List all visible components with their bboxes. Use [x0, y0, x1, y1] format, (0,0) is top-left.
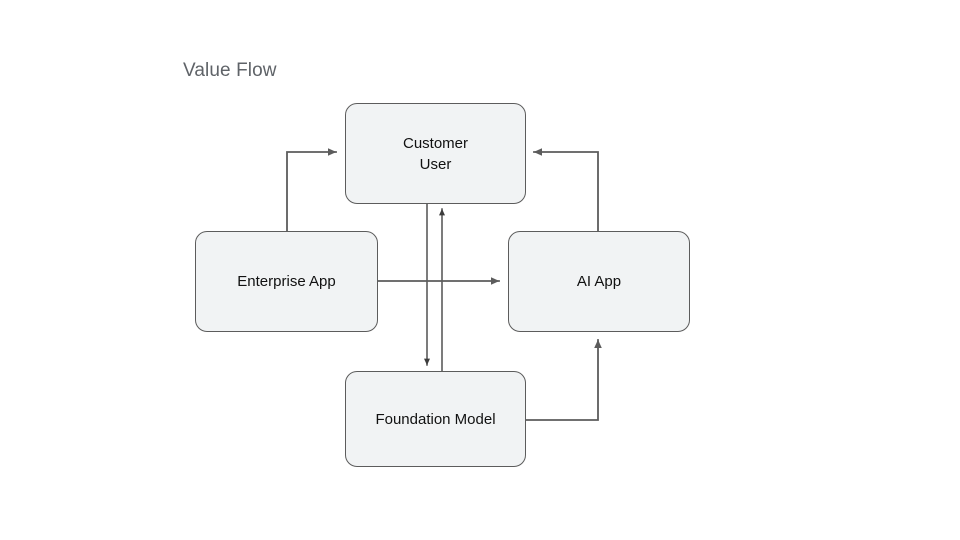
node-enterprise-app[interactable]: Enterprise App: [195, 231, 378, 332]
node-foundation-model-label: Foundation Model: [375, 410, 496, 428]
edge-foundation-model-to-ai-app: [525, 339, 602, 421]
node-customer-user[interactable]: Customer User: [345, 103, 526, 204]
node-customer-user-label: Customer User: [402, 134, 469, 173]
node-enterprise-app-label: Enterprise App: [237, 273, 336, 290]
node-ai-app-label: AI App: [576, 273, 622, 290]
edge-enterprise-app-to-customer-user: [286, 148, 337, 232]
page-title: Value Flow: [183, 60, 277, 81]
node-foundation-model[interactable]: Foundation Model: [345, 371, 526, 467]
edge-ai-app-to-customer-user: [533, 148, 599, 232]
node-ai-app[interactable]: AI App: [508, 231, 690, 332]
